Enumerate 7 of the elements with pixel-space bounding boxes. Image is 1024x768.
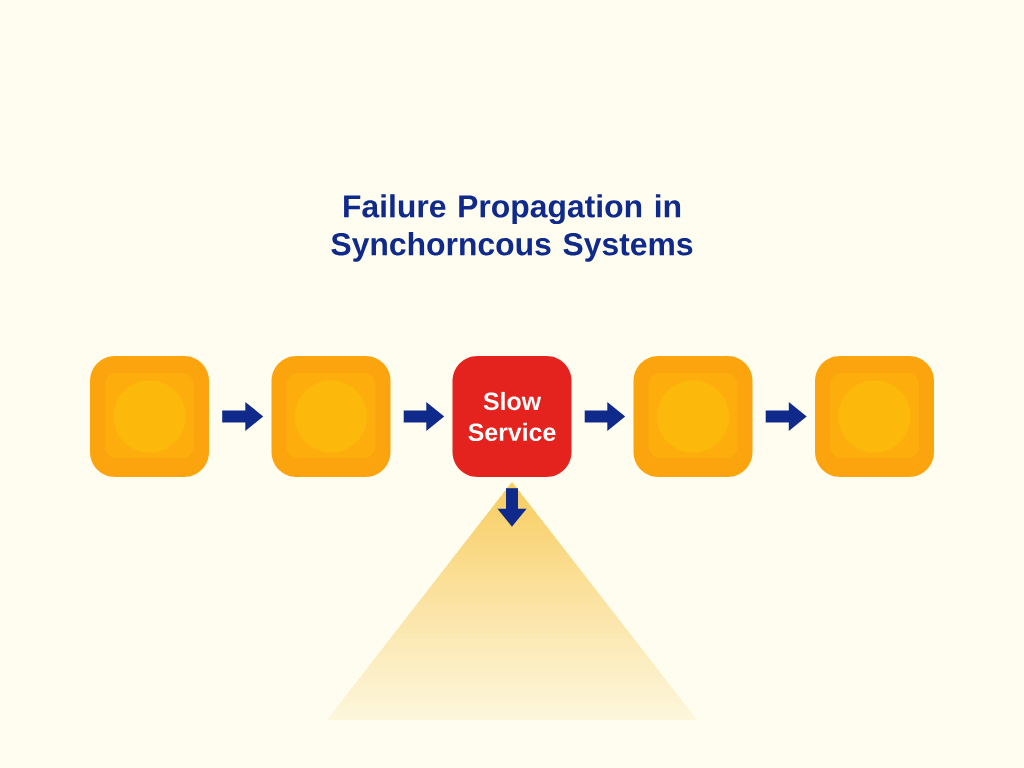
title: Failure Propagation in Synchorncous Systems xyxy=(331,194,693,262)
service-box: Slow Service xyxy=(452,356,572,477)
service-box xyxy=(633,356,753,477)
service-box xyxy=(815,356,934,477)
service-box xyxy=(271,356,391,477)
service-box xyxy=(90,356,209,477)
cone xyxy=(327,482,697,720)
